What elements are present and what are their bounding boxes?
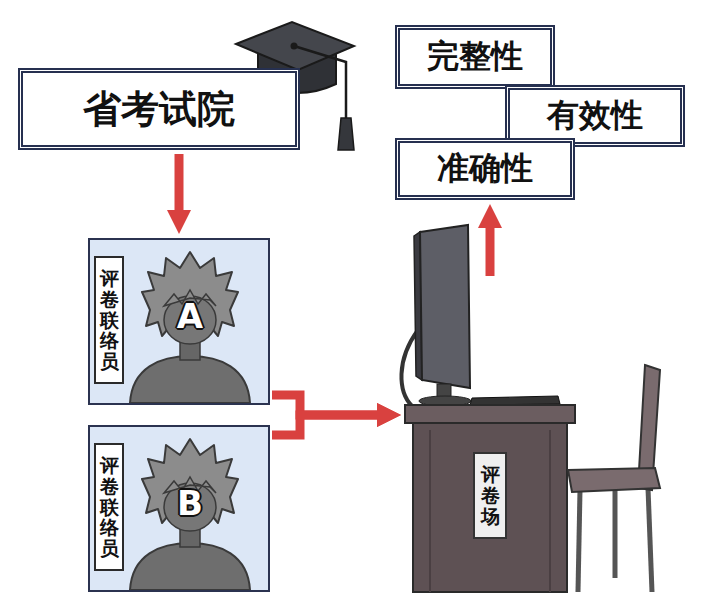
chair [568,365,660,592]
flow-arrow [486,228,495,276]
computer-desk [401,225,575,592]
box-label: 准确性 [437,147,533,191]
role-label: 评卷联络员 [100,455,119,559]
box-label: 省考试院 [83,84,235,135]
role-label: 评卷联络员 [100,268,119,372]
marking-station: 评卷场 [405,280,575,592]
person-letter: A [168,296,212,336]
person-letter: B [168,483,212,523]
institute-box: 省考试院 [18,68,300,150]
quality-box: 准确性 [395,138,575,200]
station-label: 评卷场 [481,464,500,527]
flow-arrow [272,415,377,435]
vertical-label-box: 评卷联络员 [94,443,124,571]
quality-box: 完整性 [395,25,555,89]
flow-arrow [175,154,184,210]
vertical-label-box: 评卷联络员 [94,256,124,384]
desk-label-strip: 评卷场 [473,452,507,539]
box-label: 有效性 [547,94,643,138]
liaison-panel: 评卷联络员 B [88,425,270,592]
liaison-panel: 评卷联络员 A [88,238,270,405]
box-label: 完整性 [427,35,523,79]
